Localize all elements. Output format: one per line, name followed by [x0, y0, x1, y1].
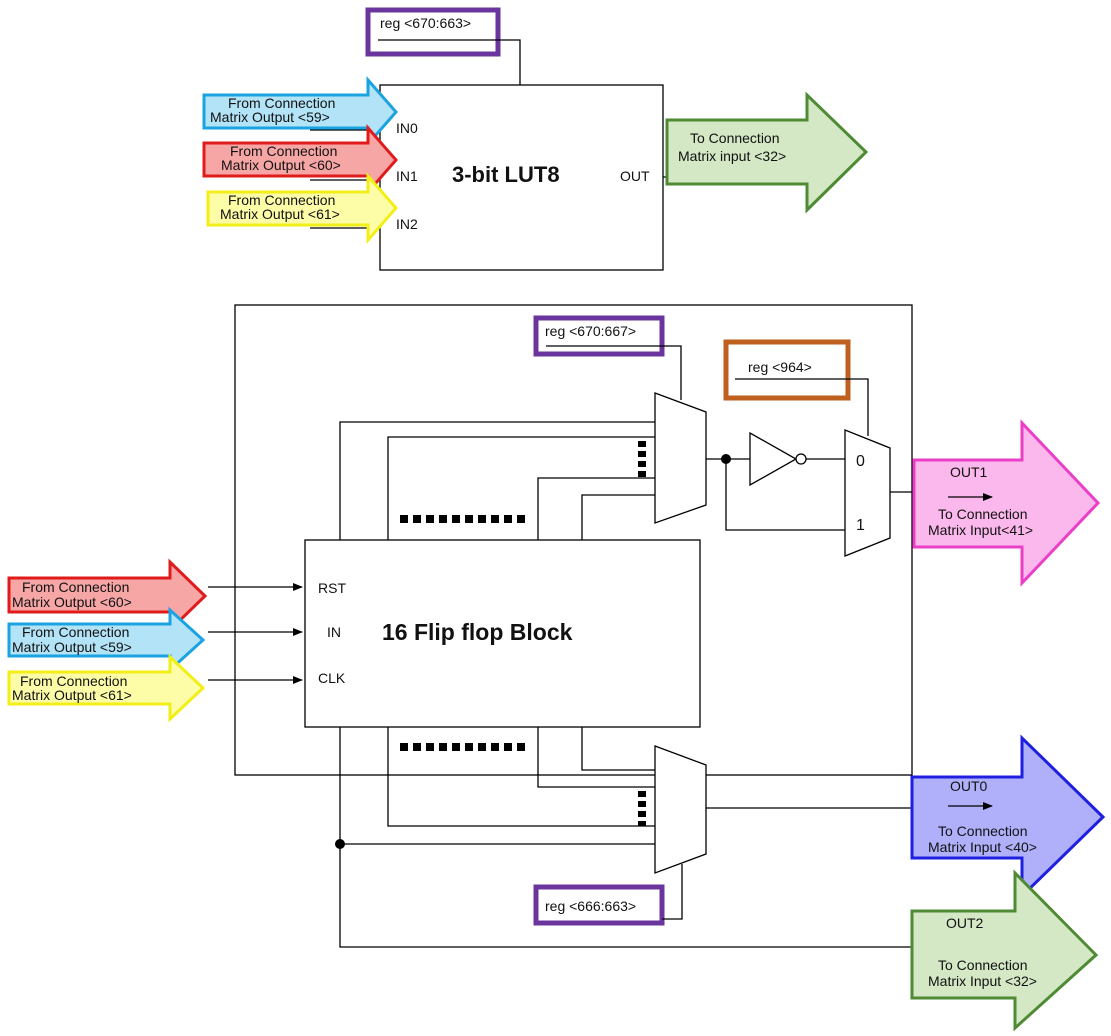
svg-text:Matrix Output <60>: Matrix Output <60>: [221, 157, 341, 173]
svg-text:To Connection: To Connection: [938, 506, 1028, 522]
lut-reg-label: reg <670:663>: [380, 15, 471, 31]
lut-title: 3-bit LUT8: [452, 162, 560, 187]
junction-dot-bottom: [335, 839, 345, 849]
ff-pin-clk: CLK: [318, 670, 346, 686]
top-mux-reg-label: reg <670:667>: [545, 323, 636, 339]
inverter: [749, 431, 798, 487]
ff-pin-rst: RST: [318, 580, 346, 596]
ff-outer-frame: [234, 304, 913, 776]
lut-pin-in1: IN1: [396, 168, 418, 184]
inv-mux-reg-box: [723, 339, 851, 401]
lut-pin-in2: IN2: [396, 216, 418, 232]
lut-input-arrow-60: From Connection Matrix Output <60>: [202, 124, 398, 196]
ff-input-arrow-59: From Connection Matrix Output <59>: [7, 606, 206, 674]
svg-text:From Connection: From Connection: [22, 624, 129, 640]
out1-arrow: OUT1 To Connection Matrix Input<41>: [912, 419, 1101, 587]
ff-input-arrow-60: From Connection Matrix Output <60>: [7, 558, 208, 634]
svg-text:OUT0: OUT0: [950, 778, 988, 794]
lut-block: [379, 84, 664, 271]
bottom-mux-reg-box: [533, 884, 665, 926]
out2-arrow: OUT2 To Connection Matrix Input <32>: [910, 869, 1099, 1032]
inv-mux-in1: 1: [856, 517, 865, 534]
svg-text:Matrix Output <59>: Matrix Output <59>: [12, 639, 132, 655]
svg-text:OUT1: OUT1: [950, 464, 988, 480]
svg-text:Matrix Input <40>: Matrix Input <40>: [928, 839, 1037, 855]
svg-text:Matrix Input <32>: Matrix Input <32>: [928, 973, 1037, 989]
svg-text:From Connection: From Connection: [228, 192, 335, 208]
lut-pin-out: OUT: [620, 168, 650, 184]
ff-input-arrow-61: From Connection Matrix Output <61>: [7, 653, 206, 723]
top-mux-reg-box: [533, 315, 665, 357]
ff-block: [304, 539, 701, 728]
ff-pin-in: IN: [327, 624, 341, 640]
bottom-mux-reg-label: reg <666:663>: [545, 898, 636, 914]
lut-output-arrow-32: To Connection Matrix input <32>: [665, 91, 869, 214]
inv-mux-in0: 0: [856, 453, 865, 470]
svg-text:Matrix input <32>: Matrix input <32>: [678, 148, 786, 164]
inv-mux: [844, 429, 891, 557]
svg-text:Matrix Output <61>: Matrix Output <61>: [12, 687, 132, 703]
svg-text:OUT2: OUT2: [946, 915, 984, 931]
svg-text:To Connection: To Connection: [938, 823, 1028, 839]
ff-title: 16 Flip flop Block: [382, 619, 573, 645]
lut-pin-in0: IN0: [396, 120, 418, 136]
svg-text:To Connection: To Connection: [938, 957, 1028, 973]
lut-section: reg <670:663> 3-bit LUT8 IN0 IN1 IN2 OUT…: [202, 7, 869, 271]
bottom-mux: [654, 745, 707, 874]
svg-text:From Connection: From Connection: [230, 143, 337, 159]
svg-text:Matrix Output <60>: Matrix Output <60>: [12, 594, 132, 610]
lut-input-arrow-61: From Connection Matrix Output <61>: [206, 172, 398, 244]
svg-text:From Connection: From Connection: [20, 673, 127, 689]
out0-arrow: OUT0 To Connection Matrix Input <40>: [910, 734, 1106, 900]
svg-text:From Connection: From Connection: [228, 95, 335, 111]
svg-text:Matrix Output <61>: Matrix Output <61>: [220, 206, 340, 222]
svg-text:Matrix Output <59>: Matrix Output <59>: [210, 109, 330, 125]
ff-section: 16 Flip flop Block RST IN CLK From Conne…: [7, 304, 1106, 1032]
lut-reg-box: [365, 7, 501, 57]
svg-text:To Connection: To Connection: [690, 130, 780, 146]
svg-text:Matrix Input<41>: Matrix Input<41>: [928, 522, 1033, 538]
lut-input-arrow-59: From Connection Matrix Output <59>: [202, 76, 398, 148]
inv-mux-reg-label: reg <964>: [748, 359, 812, 375]
top-mux: [654, 392, 707, 524]
svg-text:From Connection: From Connection: [22, 579, 129, 595]
